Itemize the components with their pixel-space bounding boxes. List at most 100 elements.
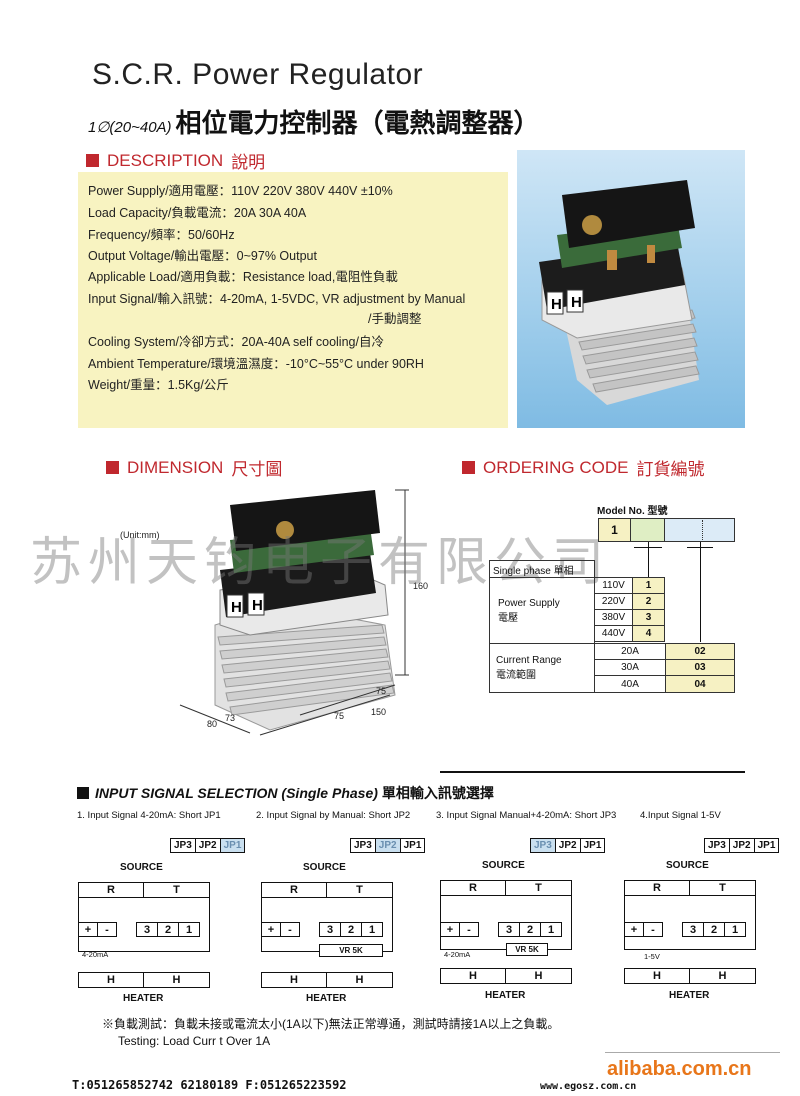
current-code: 04	[665, 675, 735, 693]
jp2-label: JP2	[730, 839, 755, 852]
model-cell-divider	[702, 520, 703, 540]
terminal-h1: H	[624, 968, 690, 984]
leader-tick	[634, 547, 662, 548]
desc-line: /手動調整	[368, 312, 422, 326]
current-leader-line	[700, 542, 701, 642]
source-label: SOURCE	[303, 862, 346, 873]
terminal-plus: +	[440, 922, 460, 937]
terminal-3: 3	[498, 922, 520, 937]
heading-square-icon	[106, 461, 119, 474]
jp2-label: JP2	[556, 839, 581, 852]
terminal-minus: -	[459, 922, 479, 937]
dim-depth-b: 80	[207, 719, 218, 729]
unit-label: (Unit:mm)	[120, 530, 160, 540]
current-code: 03	[665, 659, 735, 676]
dimension-drawing: H H	[120, 485, 410, 745]
jp2-label-active: JP2	[375, 839, 401, 852]
heading-square-icon	[86, 154, 99, 167]
terminal-plus: +	[78, 922, 98, 937]
product-illustration: H H	[539, 180, 700, 405]
heading-square-icon	[462, 461, 475, 474]
terminal-2: 2	[519, 922, 541, 937]
terminal-2: 2	[340, 922, 362, 937]
current-cell: 20A	[594, 643, 666, 660]
voltage-code: 4	[632, 625, 665, 642]
dimension-heading: DIMENSION 尺寸圖	[106, 455, 282, 480]
terminal-1: 1	[540, 922, 562, 937]
terminal-1: 1	[178, 922, 200, 937]
voltage-cell: 220V	[594, 593, 633, 610]
heater-label: HEATER	[306, 993, 347, 1004]
terminal-h1: H	[440, 968, 506, 984]
terminal-minus: -	[643, 922, 663, 937]
wiring-diagram-3: SOURCE R T + - 3 2 1 VR 5K 4-20mA H H HE…	[440, 860, 572, 1001]
current-range-cn: 電流範圍	[496, 670, 536, 681]
input-signal-heading-en: INPUT SIGNAL SELECTION (Single Phase)	[95, 785, 378, 801]
heater-label: HEATER	[485, 990, 526, 1001]
terminal-1: 1	[724, 922, 746, 937]
desc-line: Power Supply/適用電壓：110V 220V 380V 440V ±1…	[88, 184, 393, 198]
input-signal-heading-cn: 單相輸入訊號選擇	[381, 785, 494, 801]
svg-text:H: H	[571, 294, 582, 311]
current-code: 02	[665, 643, 735, 660]
terminal-t: T	[505, 880, 572, 896]
product-photo: H H	[517, 150, 745, 428]
wiring-diagram-4: SOURCE R T + - 3 2 1 1-5V H H HEATER	[624, 860, 756, 1001]
power-supply-group: Power Supply 電壓	[489, 577, 595, 644]
terminal-minus: -	[280, 922, 300, 937]
current-cell: 40A	[594, 675, 666, 693]
dimension-heading-en: DIMENSION	[127, 457, 224, 477]
current-cell: 30A	[594, 659, 666, 676]
jp3-label: JP3	[351, 839, 376, 852]
svg-text:H: H	[231, 599, 242, 616]
dim-width-total: 150	[371, 707, 387, 717]
desc-line: Applicable Load/適用負載：Resistance load,電阻性…	[88, 270, 398, 284]
description-box: Power Supply/適用電壓：110V 220V 380V 440V ±1…	[78, 172, 508, 428]
dimension-illustration: H H	[179, 489, 409, 736]
terminal-3: 3	[319, 922, 341, 937]
description-heading-en: DESCRIPTION	[107, 150, 224, 170]
source-label: SOURCE	[482, 860, 525, 871]
power-supply-label: Power Supply	[498, 597, 560, 609]
signal-label: 4-20mA	[444, 950, 471, 959]
heater-label: HEATER	[669, 990, 710, 1001]
leader-tick	[687, 547, 713, 548]
terminal-h1: H	[78, 972, 144, 988]
current-range-label: Current Range	[496, 655, 562, 666]
terminal-3: 3	[682, 922, 704, 937]
load-test-note: ※負載測試：負載未接或電流太小(1A以下)無法正常導通，測試時請接1A以上之負載…	[102, 1017, 560, 1031]
desc-line: Output Voltage/輸出電壓：0~97% Output	[88, 249, 317, 263]
terminal-t: T	[326, 882, 393, 898]
footer-rule	[605, 1052, 780, 1053]
ordering-heading-cn: 訂貨編號	[636, 460, 705, 479]
terminal-h2: H	[143, 972, 210, 988]
source-label: SOURCE	[666, 860, 709, 871]
jp3-label-active: JP3	[531, 839, 556, 852]
desc-line: Cooling System/冷卻方式：20A-40A self cooling…	[88, 335, 384, 349]
terminal-h2: H	[326, 972, 393, 988]
voltage-cell: 440V	[594, 625, 633, 642]
terminal-2: 2	[157, 922, 179, 937]
terminal-h2: H	[689, 968, 756, 984]
dim-width-b: 75	[334, 711, 345, 721]
jp3-label: JP3	[705, 839, 730, 852]
terminal-plus: +	[261, 922, 281, 937]
model-voltage-cell	[630, 518, 665, 542]
voltage-code: 2	[632, 593, 665, 610]
signal-caption-1: 1. Input Signal 4-20mA: Short JP1	[77, 810, 221, 821]
contact-info: T:051265852742 62180189 F:051265223592	[72, 1078, 347, 1092]
jp1-label-active: JP1	[220, 839, 245, 852]
heater-label: HEATER	[123, 993, 164, 1004]
source-label: SOURCE	[120, 862, 163, 873]
terminal-h2: H	[505, 968, 572, 984]
vr-5k-box: VR 5K	[319, 944, 383, 957]
input-signal-heading: INPUT SIGNAL SELECTION (Single Phase) 單相…	[77, 783, 494, 803]
alibaba-logo: alibaba.com.cn	[607, 1058, 752, 1080]
voltage-code: 1	[632, 577, 665, 594]
model-no-label: Model No. 型號	[597, 506, 668, 517]
terminal-r: R	[78, 882, 144, 898]
desc-line: Input Signal/輸入訊號：4-20mA, 1-5VDC, VR adj…	[88, 292, 466, 306]
voltage-cell: 110V	[594, 577, 633, 594]
